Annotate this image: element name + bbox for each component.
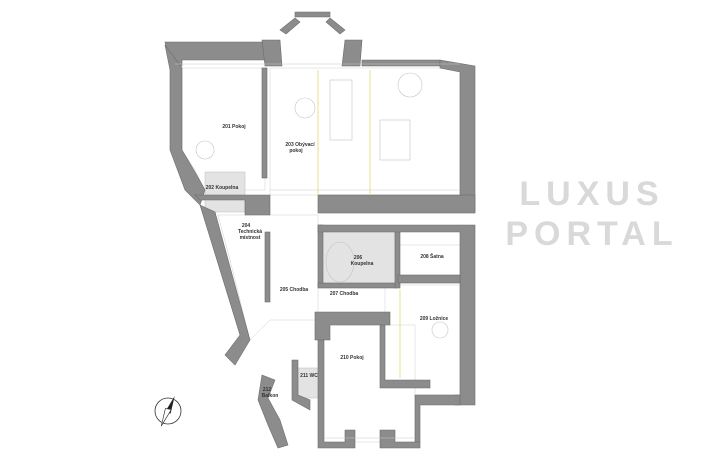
label-room-204: 204 bbox=[242, 223, 251, 229]
label-room-206: 206 bbox=[354, 255, 363, 261]
label-room-210: 210 Pokoj bbox=[340, 355, 364, 361]
label-room-207: 207 Chodba bbox=[330, 291, 359, 297]
label-room-212-line2: Balkon bbox=[262, 393, 279, 399]
room-203-floor bbox=[269, 67, 461, 196]
wall bbox=[264, 231, 271, 303]
wall bbox=[314, 311, 391, 341]
wall bbox=[379, 324, 431, 389]
wall bbox=[294, 11, 331, 18]
label-room-203-line2: pokoj bbox=[289, 148, 303, 154]
wall bbox=[194, 194, 271, 216]
details bbox=[175, 63, 460, 439]
table bbox=[294, 97, 316, 119]
wall bbox=[199, 204, 251, 366]
label-room-204-line3: místnost bbox=[240, 235, 261, 241]
plant bbox=[431, 321, 449, 339]
label-room-212: 212 bbox=[263, 387, 272, 393]
wall bbox=[164, 41, 266, 67]
room-208-floor bbox=[394, 244, 461, 279]
wall bbox=[361, 59, 441, 67]
wall bbox=[279, 17, 301, 35]
room-labels: 201 Pokoj 202 Koupelna 203 Obývací pokoj… bbox=[206, 124, 449, 399]
label-room-203: 203 Obývací bbox=[285, 142, 315, 148]
wall bbox=[257, 374, 289, 449]
wall bbox=[317, 224, 324, 288]
wall bbox=[317, 282, 397, 289]
room-202-floor bbox=[204, 171, 246, 213]
north-arrow-icon bbox=[154, 395, 182, 427]
label-room-202: 202 Koupelna bbox=[206, 185, 239, 191]
wall bbox=[317, 194, 476, 214]
sofa bbox=[329, 79, 353, 141]
wall bbox=[291, 359, 311, 411]
wall bbox=[261, 67, 268, 179]
round-table bbox=[397, 72, 423, 98]
watermark: LUXUS bbox=[519, 175, 664, 213]
dining-table bbox=[379, 119, 411, 161]
watermark: PORTAL bbox=[505, 215, 678, 253]
label-room-205: 205 Chodba bbox=[280, 287, 309, 293]
label-room-211: 211 WC bbox=[300, 373, 318, 379]
wall bbox=[317, 339, 356, 449]
armchair bbox=[195, 140, 215, 160]
label-room-206-line2: Koupelna bbox=[351, 261, 374, 267]
walls bbox=[164, 11, 476, 449]
wall bbox=[341, 39, 363, 67]
label-room-204-line2: Technická bbox=[238, 229, 262, 235]
wall bbox=[261, 39, 283, 67]
wall bbox=[379, 429, 421, 449]
label-room-208: 208 Šatna bbox=[420, 252, 444, 260]
wall bbox=[397, 274, 461, 284]
bathtub bbox=[325, 241, 355, 283]
label-room-201: 201 Pokoj bbox=[222, 124, 246, 130]
wall bbox=[325, 17, 346, 35]
wall bbox=[414, 394, 461, 443]
label-room-209: 209 Ložnice bbox=[420, 316, 449, 322]
